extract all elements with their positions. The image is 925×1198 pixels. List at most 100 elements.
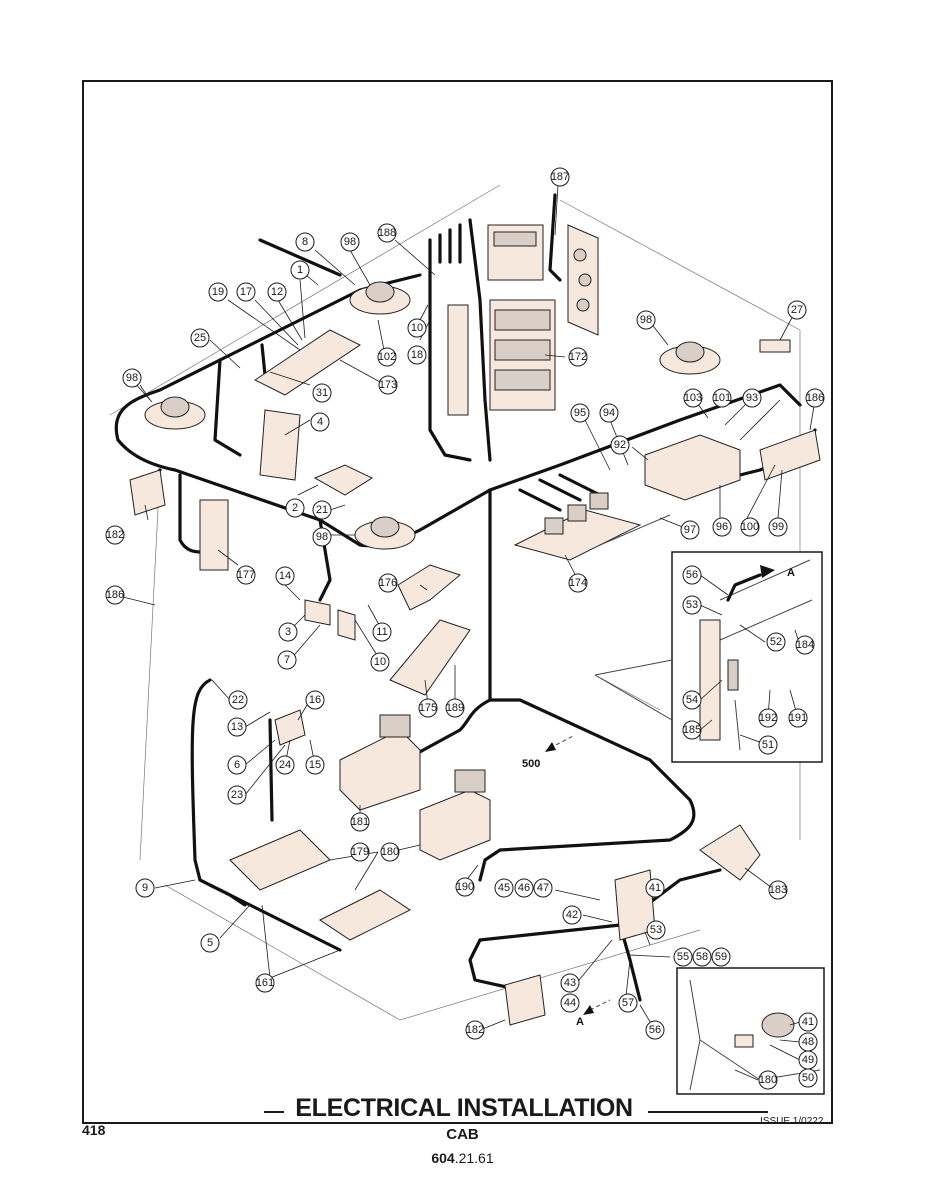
callout: 175 bbox=[418, 698, 438, 718]
callout: 15 bbox=[305, 755, 325, 775]
switch-assembly bbox=[274, 709, 306, 746]
callout: 13 bbox=[227, 717, 247, 737]
callout: 42 bbox=[562, 905, 582, 925]
svg-text:10: 10 bbox=[374, 656, 386, 668]
svg-text:94: 94 bbox=[603, 407, 615, 419]
fuse-box bbox=[489, 299, 556, 411]
svg-text:7: 7 bbox=[284, 654, 290, 666]
callout: 31 bbox=[312, 383, 332, 403]
callouts: 1 2 3 4 5 6 7 8 9 10 10 11 12 13 14 15 1… bbox=[105, 167, 825, 1090]
svg-text:187: 187 bbox=[551, 171, 569, 183]
callout: 56 bbox=[645, 1020, 665, 1040]
svg-text:173: 173 bbox=[379, 379, 397, 391]
svg-text:24: 24 bbox=[279, 759, 291, 771]
title-rule-left bbox=[264, 1111, 284, 1113]
page-subtitle: CAB bbox=[446, 1126, 479, 1143]
callout: 103 bbox=[683, 388, 703, 408]
speaker-icon bbox=[659, 341, 721, 375]
callout: 176 bbox=[378, 573, 398, 593]
callout: 98 bbox=[340, 232, 360, 252]
svg-text:12: 12 bbox=[271, 286, 283, 298]
svg-text:176: 176 bbox=[379, 577, 397, 589]
callout: 6 bbox=[227, 755, 247, 775]
callout: 181 bbox=[350, 812, 370, 832]
callout: 14 bbox=[275, 566, 295, 586]
svg-text:51: 51 bbox=[762, 739, 774, 751]
callout: 23 bbox=[227, 785, 247, 805]
svg-text:189: 189 bbox=[446, 702, 464, 714]
callout: 54 bbox=[682, 690, 702, 710]
svg-text:183: 183 bbox=[769, 884, 787, 896]
callout: 185 bbox=[682, 720, 702, 740]
callout: 10 bbox=[407, 318, 427, 338]
pedal bbox=[319, 889, 411, 941]
callout: 192 bbox=[758, 708, 778, 728]
svg-text:98: 98 bbox=[126, 372, 138, 384]
svg-text:56: 56 bbox=[686, 569, 698, 581]
callout: 47 bbox=[533, 878, 553, 898]
callout: 96 bbox=[712, 517, 732, 537]
svg-text:48: 48 bbox=[802, 1036, 814, 1048]
callout: 46 bbox=[514, 878, 534, 898]
cover-plate bbox=[313, 464, 374, 496]
callout: 19 bbox=[208, 282, 228, 302]
svg-text:41: 41 bbox=[802, 1016, 814, 1028]
interior-lamp-plate bbox=[254, 329, 361, 396]
callout: 186 bbox=[805, 388, 825, 408]
bracket bbox=[304, 599, 331, 626]
callout: 182 bbox=[465, 1020, 485, 1040]
svg-text:17: 17 bbox=[240, 286, 252, 298]
svg-text:47: 47 bbox=[537, 882, 549, 894]
svg-text:181: 181 bbox=[351, 816, 369, 828]
title-rule-right bbox=[648, 1111, 768, 1113]
pedal bbox=[229, 829, 331, 891]
callout: 11 bbox=[372, 622, 392, 642]
svg-text:31: 31 bbox=[316, 387, 328, 399]
svg-text:180: 180 bbox=[759, 1074, 777, 1086]
control-console bbox=[339, 729, 421, 811]
callout: 51 bbox=[758, 735, 778, 755]
callout: 99 bbox=[768, 517, 788, 537]
svg-text:190: 190 bbox=[456, 881, 474, 893]
display-unit bbox=[454, 769, 486, 793]
callout: 8 bbox=[295, 232, 315, 252]
svg-text:25: 25 bbox=[194, 332, 206, 344]
issue-label: ISSUE 1/0222 bbox=[760, 1116, 824, 1127]
svg-text:41: 41 bbox=[649, 882, 661, 894]
callout: 191 bbox=[788, 708, 808, 728]
callout: 50 bbox=[798, 1068, 818, 1088]
svg-text:180: 180 bbox=[381, 846, 399, 858]
callout: 58 bbox=[692, 947, 712, 967]
right-bracket bbox=[759, 429, 821, 481]
svg-text:182: 182 bbox=[106, 529, 124, 541]
callout: 1 bbox=[290, 260, 310, 280]
svg-text:22: 22 bbox=[232, 694, 244, 706]
page-number: 418 bbox=[82, 1122, 106, 1138]
callout: 3 bbox=[278, 622, 298, 642]
callout: 22 bbox=[228, 690, 248, 710]
work-lamp bbox=[504, 974, 546, 1026]
svg-text:52: 52 bbox=[770, 636, 782, 648]
svg-text:97: 97 bbox=[684, 524, 696, 536]
callout: 93 bbox=[742, 388, 762, 408]
svg-text:2: 2 bbox=[292, 502, 298, 514]
callout: 10 bbox=[370, 652, 390, 672]
section-code-rest: .21.61 bbox=[454, 1150, 494, 1166]
switch bbox=[544, 517, 564, 535]
svg-text:175: 175 bbox=[419, 702, 437, 714]
connector-panel bbox=[567, 224, 599, 336]
svg-text:46: 46 bbox=[518, 882, 530, 894]
switch bbox=[567, 504, 587, 522]
callout: 183 bbox=[768, 880, 788, 900]
svg-text:16: 16 bbox=[309, 694, 321, 706]
speaker-icon bbox=[349, 281, 411, 315]
svg-text:21: 21 bbox=[316, 504, 328, 516]
callout: 92 bbox=[610, 435, 630, 455]
callout: 102 bbox=[377, 347, 397, 367]
svg-text:161: 161 bbox=[256, 977, 274, 989]
relay-block bbox=[487, 224, 544, 281]
svg-text:50: 50 bbox=[802, 1072, 814, 1084]
callout: 53 bbox=[682, 595, 702, 615]
drawing-frame bbox=[82, 80, 833, 1124]
callout: 4 bbox=[310, 412, 330, 432]
